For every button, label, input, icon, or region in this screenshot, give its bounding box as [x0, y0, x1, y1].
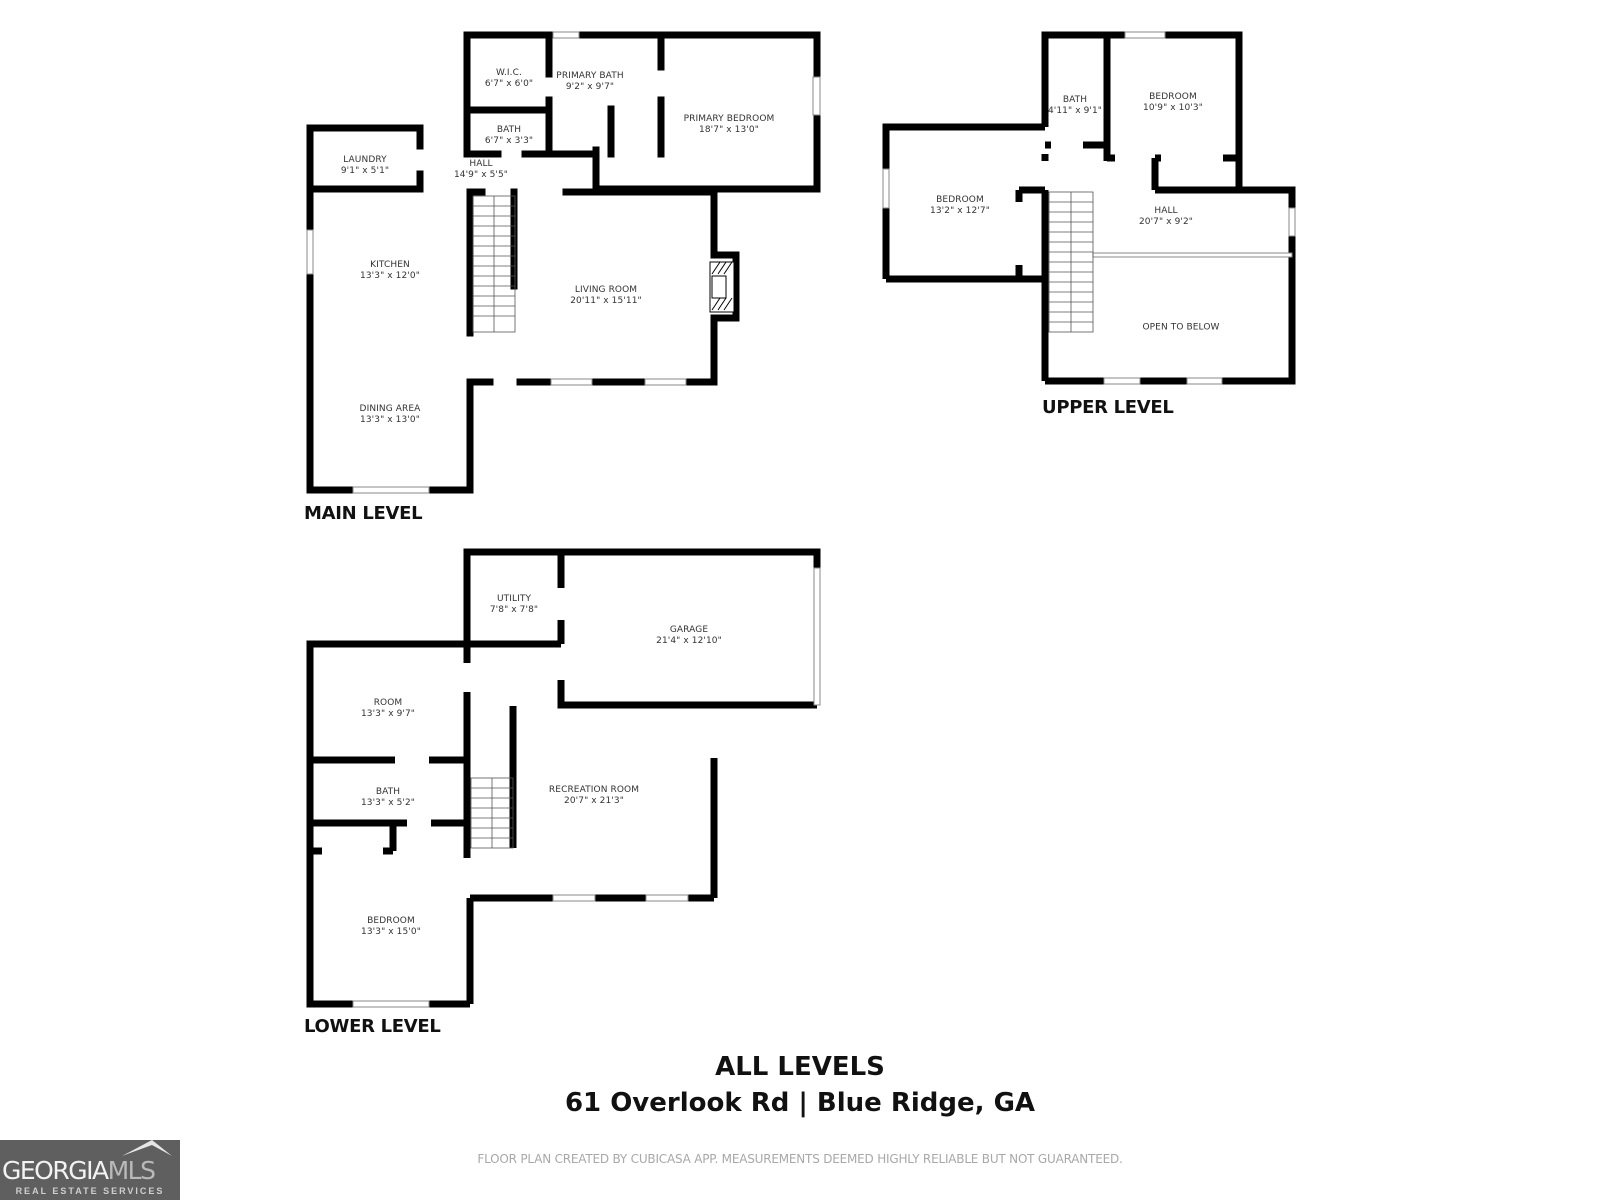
room-label-living-room: LIVING ROOM 20'11" x 15'11"	[570, 285, 642, 307]
lower-level-title: LOWER LEVEL	[304, 1016, 441, 1037]
room-label-bath-lower: BATH 13'3" x 5'2"	[361, 787, 415, 809]
room-name: ROOM	[373, 698, 403, 708]
room-dimensions: 20'7" x 21'3"	[564, 796, 624, 806]
room-label-bath-upper: BATH 4'11" x 9'1"	[1048, 95, 1102, 117]
room-name: LAUNDRY	[343, 155, 387, 165]
room-label-hall-main: HALL 14'9" x 5'5"	[454, 159, 508, 181]
lower-level-stairs	[470, 777, 514, 849]
room-name: LIVING ROOM	[574, 285, 638, 295]
room-name: HALL	[1154, 206, 1178, 216]
main-level-windows	[306, 31, 821, 494]
room-label-room: ROOM 13'3" x 9'7"	[361, 698, 415, 720]
upper-level-stairs	[1048, 191, 1094, 333]
room-name: BEDROOM	[367, 916, 415, 926]
room-name: PRIMARY BATH	[556, 71, 624, 81]
room-name: UTILITY	[496, 594, 532, 604]
room-label-bath-main: BATH 6'7" x 3'3"	[485, 125, 533, 147]
room-name: OPEN TO BELOW	[1142, 322, 1220, 333]
room-label-bedroom-upper-left: BEDROOM 13'2" x 12'7"	[930, 195, 990, 217]
room-label-dining-area: DINING AREA 13'3" x 13'0"	[360, 404, 421, 426]
room-dimensions: 6'7" x 3'3"	[484, 136, 534, 146]
room-label-open-to-below: OPEN TO BELOW	[1142, 323, 1219, 334]
room-label-recreation-room: RECREATION ROOM 20'7" x 21'3"	[549, 785, 639, 807]
room-dimensions: 14'9" x 5'5"	[453, 170, 509, 180]
logo-brand-secondary: MLS	[107, 1156, 156, 1185]
room-dimensions: 13'3" x 12'0"	[360, 271, 420, 281]
room-name: W.I.C.	[496, 68, 522, 78]
upper-level-windows	[882, 31, 1296, 385]
upper-level-walls	[882, 31, 1296, 385]
room-label-garage: GARAGE 21'4" x 12'10"	[656, 625, 722, 647]
room-name: BATH	[375, 787, 401, 797]
room-label-primary-bath: PRIMARY BATH 9'2" x 9'7"	[556, 71, 623, 93]
room-name: RECREATION ROOM	[548, 785, 640, 795]
room-dimensions: 10'9" x 10'3"	[1143, 103, 1203, 113]
room-dimensions: 9'2" x 9'7"	[565, 82, 615, 92]
room-label-wic: W.I.C. 6'7" x 6'0"	[485, 68, 533, 90]
room-name: GARAGE	[669, 625, 709, 635]
roof-icon	[122, 1140, 172, 1156]
room-name: PRIMARY BEDROOM	[683, 114, 775, 124]
main-level-walls	[306, 31, 821, 494]
room-label-kitchen: KITCHEN 13'3" x 12'0"	[360, 260, 420, 282]
room-dimensions: 13'3" x 13'0"	[360, 415, 420, 425]
room-dimensions: 7'8" x 7'8"	[489, 605, 539, 615]
room-label-primary-bedroom: PRIMARY BEDROOM 18'7" x 13'0"	[684, 114, 775, 136]
disclaimer-text: FLOOR PLAN CREATED BY CUBICASA APP. MEAS…	[477, 1152, 1123, 1166]
lower-level-windows	[352, 567, 821, 1008]
room-name: BATH	[496, 125, 522, 135]
room-dimensions: 13'3" x 9'7"	[360, 709, 416, 719]
room-dimensions: 13'3" x 5'2"	[360, 798, 416, 808]
property-address: 61 Overlook Rd | Blue Ridge, GA	[564, 1088, 1036, 1118]
all-levels-heading: ALL LEVELS	[715, 1052, 885, 1082]
room-label-utility: UTILITY 7'8" x 7'8"	[490, 594, 538, 616]
room-dimensions: 4'11" x 9'1"	[1047, 106, 1103, 116]
room-name: BEDROOM	[936, 195, 984, 205]
room-name: BATH	[1062, 95, 1088, 105]
main-level-title: MAIN LEVEL	[304, 503, 423, 524]
logo-tagline: REAL ESTATE SERVICES	[15, 1186, 165, 1196]
room-dimensions: 13'2" x 12'7"	[930, 206, 990, 216]
fireplace-icon	[709, 261, 735, 313]
room-label-bedroom-upper-right: BEDROOM 10'9" x 10'3"	[1143, 92, 1203, 114]
main-level-stairs	[472, 195, 516, 333]
logo-brand: GEORGIAMLS	[2, 1156, 156, 1185]
room-dimensions: 20'7" x 9'2"	[1138, 217, 1194, 227]
room-dimensions: 9'1" x 5'1"	[340, 166, 390, 176]
room-dimensions: 13'3" x 15'0"	[361, 927, 421, 937]
room-name: HALL	[469, 159, 493, 169]
room-dimensions: 6'7" x 6'0"	[484, 79, 534, 89]
room-name: DINING AREA	[359, 404, 421, 414]
room-dimensions: 20'11" x 15'11"	[570, 296, 642, 306]
room-dimensions: 21'4" x 12'10"	[656, 636, 722, 646]
room-name: KITCHEN	[370, 260, 410, 270]
room-label-laundry: LAUNDRY 9'1" x 5'1"	[341, 155, 389, 177]
room-dimensions: 18'7" x 13'0"	[699, 125, 759, 135]
room-name: BEDROOM	[1149, 92, 1197, 102]
georgia-mls-logo: GEORGIAMLS REAL ESTATE SERVICES	[0, 1140, 180, 1200]
room-label-hall-upper: HALL 20'7" x 9'2"	[1139, 206, 1193, 228]
upper-level-title: UPPER LEVEL	[1042, 397, 1174, 418]
logo-brand-primary: GEORGIA	[2, 1156, 109, 1185]
room-label-bedroom-lower: BEDROOM 13'3" x 15'0"	[361, 916, 421, 938]
